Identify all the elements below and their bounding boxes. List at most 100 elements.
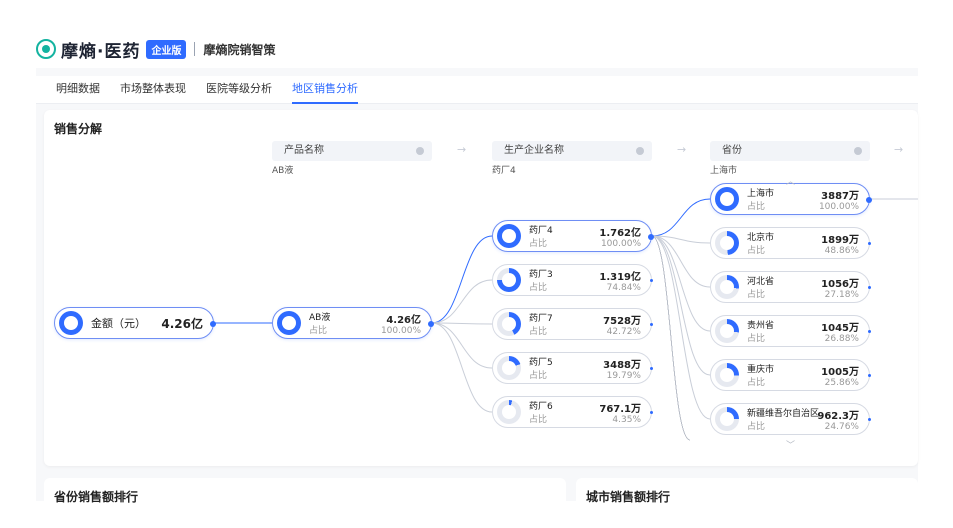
- node-value: 1005万: [821, 366, 859, 378]
- column-header-manufacturer[interactable]: 生产企业名称: [492, 141, 652, 161]
- expand-dot[interactable]: [866, 197, 872, 203]
- link-manufacturer-province: [651, 235, 711, 332]
- node-percent: 100.00%: [380, 325, 421, 336]
- share-ring-icon: [497, 224, 521, 248]
- share-label: 占比: [309, 326, 328, 336]
- share-ring-icon: [277, 311, 301, 335]
- link-manufacturer-province: [651, 235, 711, 376]
- tab-regional-sales[interactable]: 地区销售分析: [292, 80, 358, 104]
- expand-dot[interactable]: [210, 321, 216, 327]
- product-node[interactable]: AB液 占比 4.26亿 100.00%: [272, 307, 434, 339]
- root-node[interactable]: 金额（元） 4.26亿: [54, 307, 216, 339]
- tab-hospital-level[interactable]: 医院等级分析: [206, 82, 272, 95]
- node-percent: 48.86%: [824, 245, 859, 256]
- column-header-product[interactable]: 产品名称: [272, 141, 432, 161]
- share-ring-icon: [715, 363, 739, 387]
- share-ring-icon: [715, 407, 739, 431]
- share-ring-icon: [715, 275, 739, 299]
- expand-dot[interactable]: [868, 286, 871, 289]
- node-name: 金额（元）: [91, 317, 146, 330]
- divider: [194, 42, 196, 56]
- share-ring-icon: [715, 231, 739, 255]
- expand-dot[interactable]: [868, 330, 871, 333]
- arrow-right-icon: →: [457, 143, 467, 156]
- node-name: 河北省: [747, 277, 775, 287]
- node-name: 药厂4: [529, 226, 553, 236]
- panel-title: 省份销售额排行: [54, 490, 139, 504]
- expand-dot[interactable]: [648, 234, 654, 240]
- expand-dot[interactable]: [650, 411, 653, 414]
- share-label: 占比: [747, 334, 766, 344]
- section-title: 销售分解: [54, 122, 103, 136]
- share-ring-icon: [715, 187, 739, 211]
- arrow-right-icon: →: [894, 143, 904, 156]
- node-name: AB液: [309, 313, 331, 323]
- tab-market-performance[interactable]: 市场整体表现: [120, 82, 186, 95]
- node-name: 药厂5: [529, 358, 553, 368]
- sales-breakdown-card: 销售分解 产品名称 → AB液 生产企业名称 → 药厂4 省份 → 上海市 金额…: [44, 110, 918, 466]
- expand-dot[interactable]: [868, 242, 871, 245]
- share-label: 占比: [747, 202, 766, 212]
- node-value: 767.1万: [599, 403, 641, 415]
- column-selected-value: 药厂4: [492, 166, 516, 176]
- node-value: 1045万: [821, 322, 859, 334]
- node-value: 1.319亿: [599, 271, 641, 283]
- share-label: 占比: [747, 378, 766, 388]
- share-label: 占比: [747, 290, 766, 300]
- link-manufacturer-province: [651, 235, 691, 441]
- column-header-label: 生产企业名称: [504, 145, 564, 156]
- expand-dot[interactable]: [868, 418, 871, 421]
- share-ring-icon: [497, 312, 521, 336]
- share-label: 占比: [529, 371, 548, 381]
- link-product-manufacturer: [431, 322, 493, 413]
- node-value: 7528万: [603, 315, 641, 327]
- remove-column-icon[interactable]: [636, 147, 644, 155]
- remove-column-icon[interactable]: [416, 147, 424, 155]
- node-percent: 100.00%: [818, 201, 859, 212]
- node-percent: 19.79%: [606, 370, 641, 381]
- share-label: 占比: [747, 246, 766, 256]
- city-ranking-card: 城市销售额排行: [576, 478, 918, 508]
- top-bar: 摩熵·医药 企业版 摩熵院销智策: [36, 38, 275, 62]
- panel-title: 城市销售额排行: [586, 490, 671, 504]
- remove-column-icon[interactable]: [854, 147, 862, 155]
- node-name: 药厂7: [529, 314, 553, 324]
- share-label: 占比: [747, 422, 766, 432]
- link-manufacturer-province: [651, 235, 711, 420]
- share-ring-icon: [59, 311, 83, 335]
- expand-dot[interactable]: [868, 374, 871, 377]
- share-ring-icon: [497, 356, 521, 380]
- share-label: 占比: [529, 415, 548, 425]
- expand-dot[interactable]: [428, 321, 434, 327]
- scroll-up-icon[interactable]: ︿: [786, 177, 796, 187]
- column-selected-value: AB液: [272, 166, 294, 176]
- column-header-province[interactable]: 省份: [710, 141, 870, 161]
- link-product-manufacturer: [431, 279, 493, 324]
- column-header-label: 省份: [722, 145, 742, 156]
- share-label: 占比: [529, 327, 548, 337]
- link-manufacturer-province: [651, 198, 711, 237]
- expand-dot[interactable]: [650, 323, 653, 326]
- tab-detail-data[interactable]: 明细数据: [56, 82, 100, 95]
- scroll-down-icon[interactable]: ﹀: [786, 441, 796, 451]
- share-ring-icon: [497, 400, 521, 424]
- province-ranking-card: 省份销售额排行: [44, 478, 566, 508]
- expand-dot[interactable]: [650, 367, 653, 370]
- link-product-manufacturer: [431, 322, 493, 325]
- expand-dot[interactable]: [650, 279, 653, 282]
- arrow-right-icon: →: [677, 143, 687, 156]
- edition-badge: 企业版: [146, 39, 187, 59]
- node-name: 北京市: [747, 233, 775, 243]
